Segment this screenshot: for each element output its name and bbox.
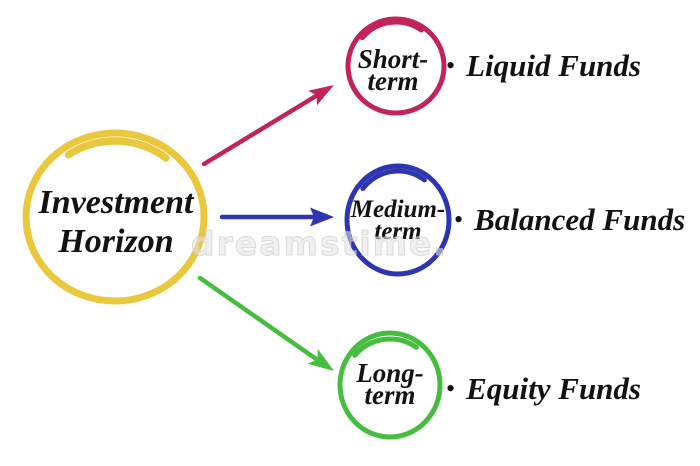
short-term-circle (345, 16, 447, 116)
bullet-icon: • (446, 374, 456, 403)
liquid-funds-label: Liquid Funds (466, 48, 641, 83)
arrow-to-long-term (197, 275, 334, 371)
arrow-to-medium-term (219, 207, 334, 227)
short-term-circle-stroke (345, 16, 447, 116)
long-term-label-line2: term (364, 380, 416, 410)
liquid-funds-item: • Liquid Funds (446, 48, 641, 84)
medium-term-circle-stroke (344, 163, 452, 277)
short-term-label: Short- term (357, 44, 429, 96)
long-term-label-line1: Long- (356, 358, 424, 388)
bullet-icon: • (454, 205, 464, 234)
arrow-to-short-term (201, 85, 334, 167)
bullet-icon: • (446, 51, 456, 80)
long-term-circle-swash (352, 336, 419, 358)
medium-term-circle-swash (360, 168, 427, 191)
arrow-shaft (197, 275, 322, 364)
investment-horizon-circle (22, 129, 208, 305)
investment-horizon-circle-stroke (22, 129, 208, 305)
arrow-shaft (201, 93, 319, 167)
arrow-head (307, 348, 334, 371)
investment-horizon-label-line2: Horizon (58, 223, 174, 260)
short-term-label-line2: term (367, 66, 419, 96)
arrow-head (310, 207, 334, 227)
long-term-circle (337, 330, 443, 440)
short-term-circle-swash (359, 19, 424, 41)
balanced-funds-item: • Balanced Funds (454, 202, 685, 238)
long-term-circle-stroke (337, 330, 443, 440)
investment-horizon-label-line1: Investment (38, 184, 194, 221)
investment-horizon-circle-swash (64, 137, 170, 162)
equity-funds-item: • Equity Funds (446, 371, 641, 407)
medium-term-label-line2: term (374, 218, 422, 245)
investment-horizon-label: Investment Horizon (39, 183, 194, 261)
equity-funds-label: Equity Funds (466, 371, 641, 406)
medium-term-circle (344, 163, 452, 277)
medium-term-label-line1: Medium- (350, 196, 446, 223)
short-term-label-line1: Short- (357, 44, 429, 74)
balanced-funds-label: Balanced Funds (474, 202, 686, 237)
long-term-label: Long- term (356, 358, 424, 410)
arrow-head (308, 85, 334, 106)
medium-term-label: Medium- term (350, 196, 446, 245)
